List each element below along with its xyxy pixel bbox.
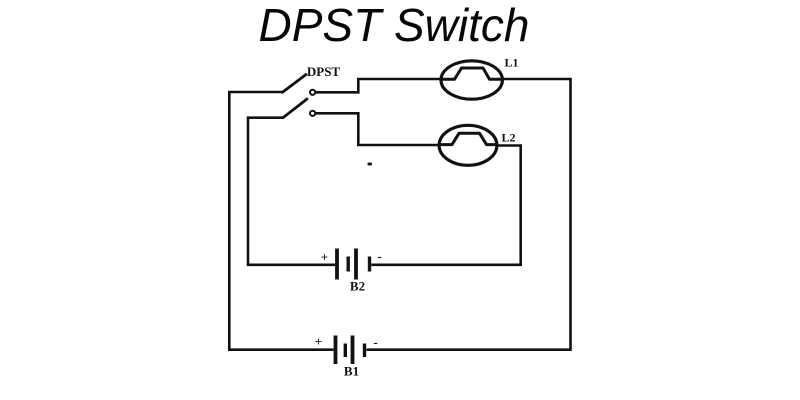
wire-b2-left-and-pole2-input: [246, 116, 336, 267]
lamp-l2: L2: [437, 123, 516, 167]
battery-b2: + - B2: [321, 248, 382, 294]
wire-l1-right-and-b1-return: [366, 77, 572, 351]
lamp-l2-label: L2: [502, 131, 516, 145]
page-title: DPST Switch: [258, 0, 530, 51]
dpst-switch: DPST: [281, 64, 341, 120]
switch-pole1-contact: [309, 88, 317, 96]
wire-b1-left-and-pole1-input: [228, 90, 334, 351]
switch-pole2-lever: [281, 97, 309, 120]
battery-b1-label: B1: [344, 364, 359, 379]
wire-pole2-contact-to-l2: [315, 112, 440, 147]
stray-dot: [367, 162, 372, 166]
lamp-l1: L1: [439, 56, 519, 101]
battery-b2-minus-sign: -: [377, 249, 381, 264]
battery-b2-plus-sign: +: [321, 250, 328, 265]
switch-label: DPST: [307, 64, 341, 79]
wire-pole1-contact-to-l1: [315, 77, 442, 94]
wires: [228, 77, 572, 351]
wire-l2-right-and-b2-return: [371, 144, 522, 267]
lamp-l2-bulb-icon: [437, 123, 499, 167]
lamp-l2-filament: [439, 131, 497, 147]
battery-b2-label: B2: [350, 279, 365, 294]
lamp-l1-bulb-icon: [439, 59, 505, 101]
battery-b1-minus-sign: -: [373, 335, 377, 350]
switch-pole1-lever: [281, 73, 308, 94]
battery-b1: + - B1: [315, 334, 378, 379]
lamp-l1-filament: [442, 66, 502, 81]
battery-b1-plus-sign: +: [315, 334, 322, 349]
switch-pole2-contact: [309, 109, 317, 117]
lamp-l1-label: L1: [505, 56, 519, 70]
